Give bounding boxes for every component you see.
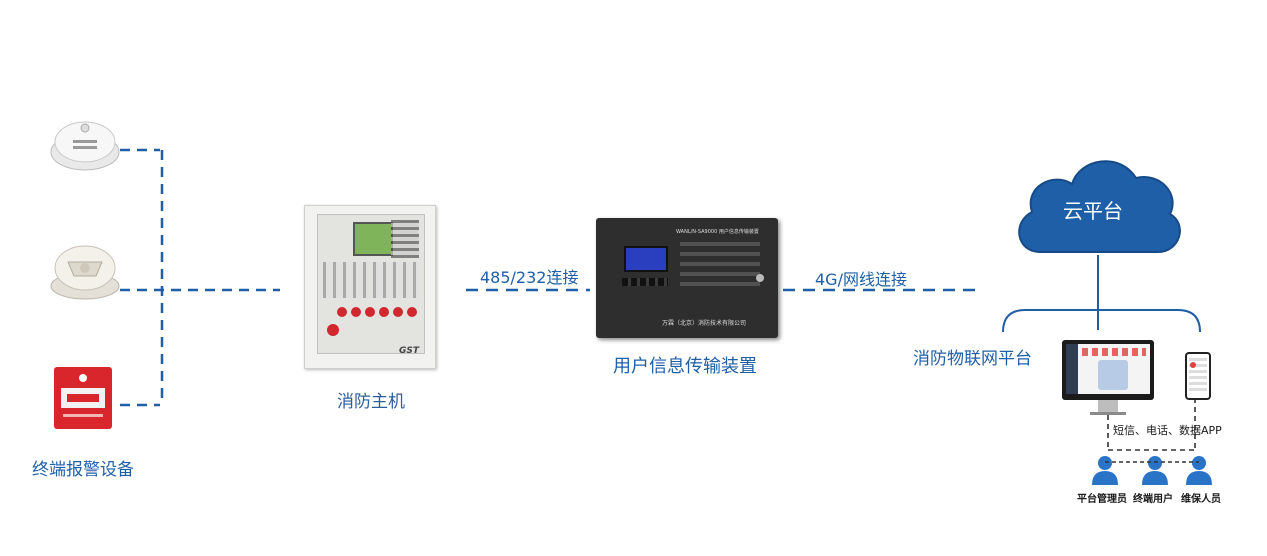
host-control-row [335,304,419,318]
person-icon [1142,456,1168,485]
user-info-transfer-device: WANL/N-SA9000 用户信息传输装置 万霖（北京）消防技术有限公司 [596,218,778,338]
notification-channels-label: 短信、电话、数据APP [1113,424,1222,437]
user-terminal [1140,455,1170,485]
terminal-devices-label: 终端报警设备 [32,460,134,480]
user-admin [1090,455,1120,485]
user-maintenance [1184,455,1214,485]
host-zone-buttons [323,262,419,298]
transfer-lock-icon [756,274,764,282]
host-lcd-screen [353,222,393,256]
user-label-admin: 平台管理员 [1077,494,1127,505]
transfer-indicator-grid [680,242,760,290]
heat-detector [48,238,123,303]
fire-host-label: 消防主机 [337,392,405,412]
transfer-lcd-screen [624,246,668,272]
person-icon [1186,456,1212,485]
rs485-connection-label: 485/232连接 [480,268,579,287]
smoke-detector [48,110,123,180]
iot-platform-label: 消防物联网平台 [913,349,1032,369]
monitor-screen [1066,344,1150,394]
person-icon [1092,456,1118,485]
cloud-label: 云平台 [1063,199,1123,223]
transfer-model-text: WANL/N-SA9000 用户信息传输装置 [676,229,759,235]
4g-connection-label: 4G/网线连接 [815,270,907,289]
smoke-detector-icon [50,121,120,171]
manual-alarm-button [53,366,113,430]
mobile-phone [1185,352,1211,400]
host-keypad [391,220,419,258]
user-label-terminal: 终端用户 [1133,494,1173,505]
host-brand: GST [399,346,420,356]
transfer-buttons [622,278,668,286]
monitor-base [1090,412,1126,415]
user-label-maintenance: 维保人员 [1181,494,1221,505]
monitor-stand [1098,400,1118,412]
fire-alarm-host: GST [304,205,436,369]
heat-detector-icon [50,245,120,300]
transfer-maker-text: 万霖（北京）消防技术有限公司 [662,320,747,327]
host-key-icon [327,324,339,336]
alarm-button-icon [54,367,112,429]
transfer-device-label: 用户信息传输装置 [613,356,757,377]
cloud-shape [1018,160,1181,253]
platform-monitor [1062,340,1154,400]
